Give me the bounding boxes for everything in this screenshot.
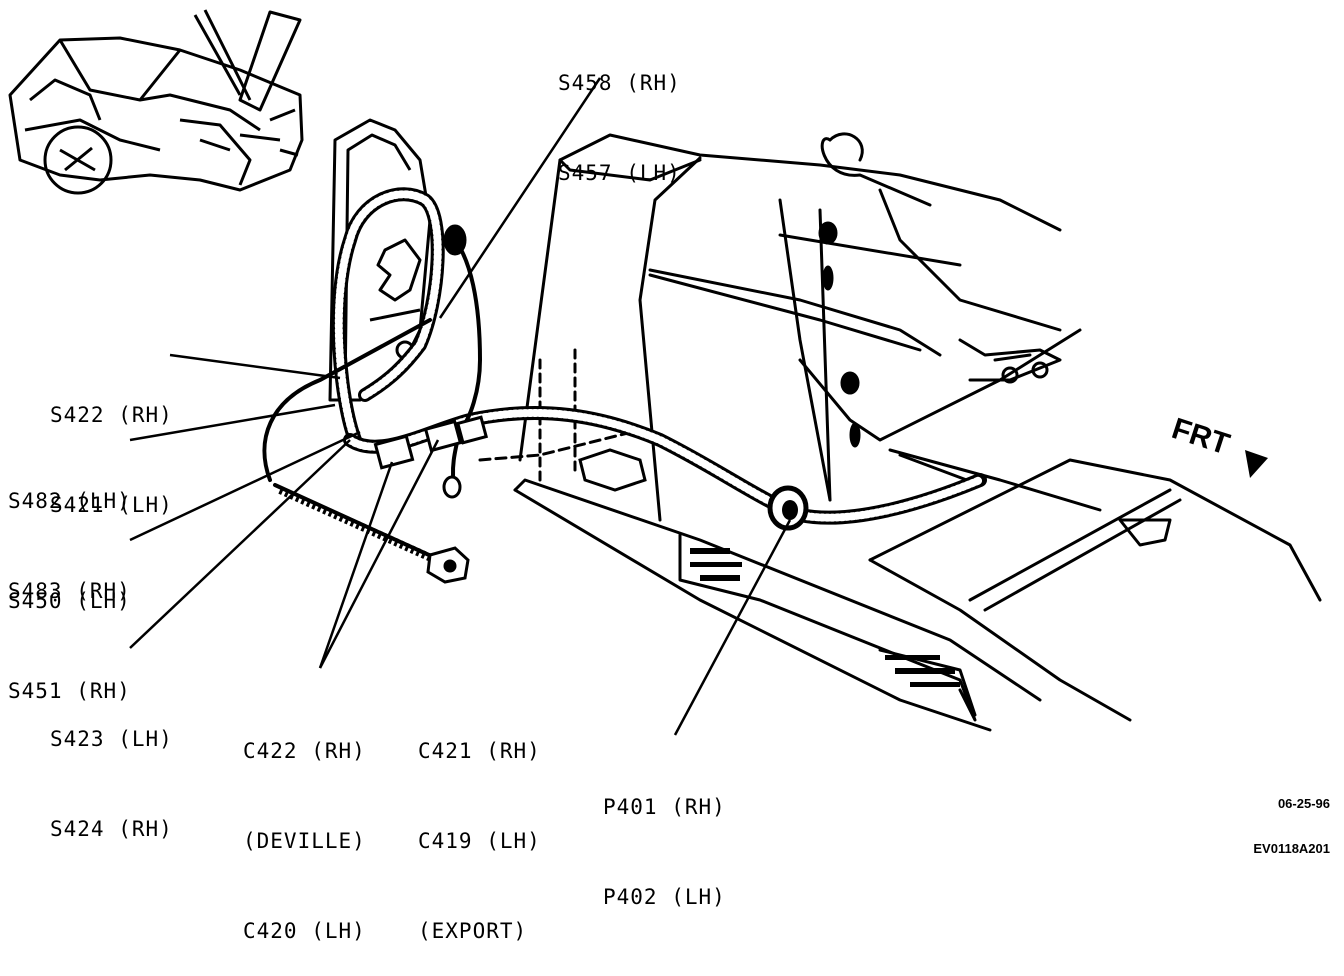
- label-s450: S450 (LH): [8, 589, 131, 613]
- front-direction-arrow-icon: [1245, 450, 1268, 478]
- harness-grommet: [767, 485, 809, 531]
- label-c422: C422 (RH): [243, 739, 366, 763]
- wiring-harness-diagram: [8, 9, 1322, 736]
- leader-lines: [129, 77, 792, 736]
- label-s422: S422 (RH): [50, 403, 173, 427]
- vehicle-body: [478, 132, 1322, 732]
- vehicle-locator-thumbnail: [8, 9, 304, 195]
- label-s458: S458 (RH): [558, 71, 681, 95]
- label-s421: S421 (LH): [50, 493, 173, 517]
- label-p402: P402 (LH): [603, 885, 726, 909]
- bulb-socket-lead: [278, 486, 470, 584]
- label-c420: C420 (LH): [243, 919, 366, 943]
- diagram-id-code: EV0118A201: [1253, 841, 1330, 856]
- connectors: [373, 224, 647, 499]
- label-s457: S457 (LH): [558, 161, 681, 185]
- label-s451: S451 (RH): [8, 679, 131, 703]
- label-s483: S483 (RH): [8, 579, 131, 603]
- diagram-date-code: 06-25-96: [1277, 796, 1330, 811]
- label-deville: (DEVILLE): [243, 829, 366, 853]
- label-s482: S482 (LH): [8, 489, 131, 513]
- body-grommets: [818, 221, 1049, 448]
- rear-trim-plate: [690, 548, 960, 687]
- label-c419: C419 (LH): [418, 829, 541, 853]
- wiring-harness: [331, 187, 987, 525]
- label-p401: P401 (RH): [603, 795, 726, 819]
- label-s423: S423 (LH): [50, 727, 173, 751]
- harness-wires: [262, 238, 483, 562]
- label-s424: S424 (RH): [50, 817, 173, 841]
- label-c421: C421 (RH): [418, 739, 541, 763]
- label-export: (EXPORT): [418, 919, 528, 943]
